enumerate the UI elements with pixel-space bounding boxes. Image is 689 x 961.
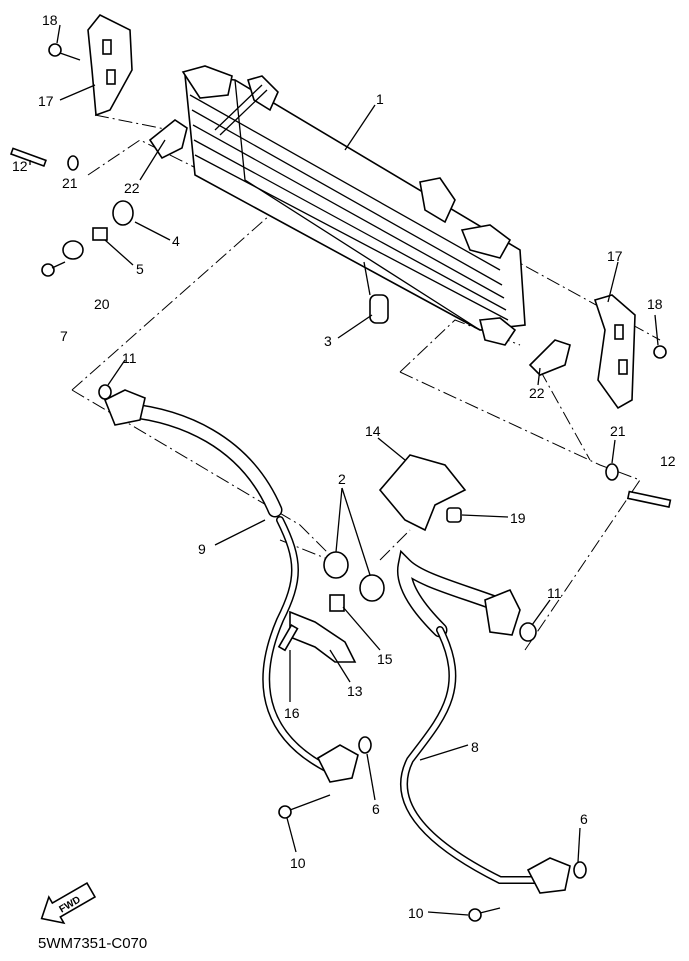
callout: 22	[529, 385, 545, 401]
bolt-18-right	[653, 345, 667, 359]
callout: 18	[647, 296, 663, 312]
callout: 3	[324, 333, 332, 349]
washer-21-right	[605, 463, 619, 481]
oil-cooler-radiator	[181, 65, 526, 346]
callout: 9	[198, 541, 206, 557]
collar-5	[92, 227, 108, 241]
clamp-22-left	[148, 119, 188, 160]
callout: 1	[376, 91, 384, 107]
callout: 21	[62, 175, 78, 191]
callout: 17	[38, 93, 54, 109]
clamp-13	[289, 610, 357, 663]
oil-hose-9	[103, 389, 359, 783]
diagram-code: 5WM7351-C070	[38, 935, 147, 952]
callout: 20	[94, 296, 110, 312]
callout: 19	[510, 510, 526, 526]
bolt-16	[277, 624, 299, 652]
o-ring-6-right	[573, 861, 587, 879]
bolt-10-upper	[278, 805, 292, 819]
bracket-right	[593, 294, 636, 410]
grommet-4	[112, 200, 134, 226]
grommet-3	[369, 294, 389, 324]
bolt-7	[41, 263, 55, 277]
callout: 15	[377, 651, 393, 667]
callout: 10	[290, 855, 306, 871]
callout: 2	[338, 471, 346, 487]
callout: 16	[284, 705, 300, 721]
callout: 10	[408, 905, 424, 921]
o-ring-6-left	[358, 736, 372, 754]
callout: 21	[610, 423, 626, 439]
callout: 5	[136, 261, 144, 277]
o-ring-11-left	[98, 384, 112, 400]
bolt-18-left	[48, 43, 62, 57]
grommet-2a	[323, 551, 349, 579]
callout: 6	[372, 801, 380, 817]
leader-lines	[29, 24, 659, 916]
collar-15	[329, 594, 345, 612]
callout: 22	[124, 180, 140, 196]
bolt-12-right	[626, 490, 672, 509]
clamp-22-right	[528, 339, 571, 376]
bracket-14	[378, 454, 467, 532]
callout: 7	[60, 328, 68, 344]
washer-21-left	[67, 155, 79, 171]
callout-labels: 18 17 12 21 22 1 4 5 20 7 3 17 18 22 21 …	[12, 12, 676, 921]
washer-20	[62, 240, 84, 260]
callout: 17	[607, 248, 623, 264]
bracket-left	[87, 13, 133, 117]
bolt-12-left	[9, 147, 47, 168]
callout: 18	[42, 12, 58, 28]
nut-19	[446, 507, 462, 523]
callout: 13	[347, 683, 363, 699]
forward-arrow-icon: FWD	[40, 881, 97, 925]
callout: 11	[122, 350, 137, 366]
callout: 11	[547, 585, 562, 601]
callout: 6	[580, 811, 588, 827]
callout: 8	[471, 739, 479, 755]
bolt-10-lower	[468, 908, 482, 922]
callout: 4	[172, 233, 180, 249]
callout: 12	[660, 453, 676, 469]
callout: 12	[12, 158, 28, 174]
grommet-2b	[359, 574, 385, 602]
oil-hose-8	[397, 549, 571, 894]
o-ring-11-right	[519, 622, 537, 642]
callout: 14	[365, 423, 381, 439]
